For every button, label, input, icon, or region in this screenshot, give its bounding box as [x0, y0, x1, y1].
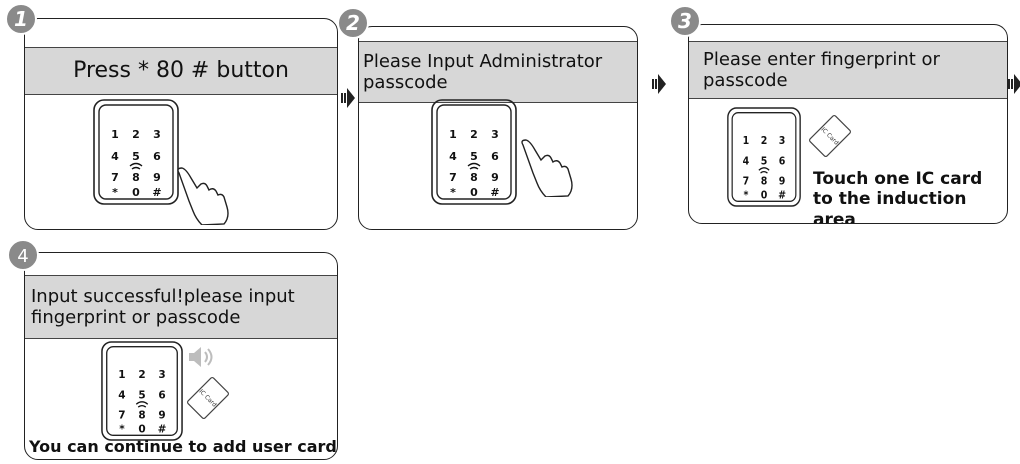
key-8: 8 [470, 171, 478, 184]
key-2: 2 [761, 135, 768, 146]
key-1: 1 [449, 128, 457, 141]
key-2: 2 [470, 128, 478, 141]
key-4: 4 [449, 150, 457, 163]
key-0: 0 [132, 186, 140, 199]
step-4-note: You can continue to add user card [29, 437, 337, 456]
step-1-instruction-band: Press * 80 # button [25, 47, 337, 95]
step-3-note: Touch one IC card to the induction area [813, 169, 983, 224]
key-hash: # [778, 190, 786, 201]
key-6: 6 [158, 390, 165, 402]
key-5: 5 [470, 150, 478, 163]
fingerprint-icon [135, 401, 149, 408]
step-2-instruction-band: Please Input Administrator passcode [359, 41, 637, 103]
keypad: 1 2 3 4 5 6 7 8 9 * 0 # [101, 341, 183, 441]
next-arrow-icon [341, 88, 355, 108]
key-7: 7 [449, 171, 457, 184]
speaker-icon [189, 347, 213, 367]
key-3: 3 [158, 369, 165, 381]
pressing-hand-icon [521, 139, 573, 197]
key-8: 8 [138, 409, 145, 421]
key-hash: # [490, 186, 499, 199]
key-5: 5 [761, 156, 768, 167]
step-badge-3: 3 [669, 5, 701, 37]
step-number: 4 [17, 246, 28, 267]
key-8: 8 [132, 171, 140, 184]
key-7: 7 [118, 409, 125, 421]
key-1: 1 [118, 369, 125, 381]
next-arrow-icon [652, 74, 666, 94]
key-1: 1 [111, 128, 119, 141]
key-2: 2 [132, 128, 140, 141]
step-2-instruction: Please Input Administrator passcode [363, 50, 603, 93]
key-9: 9 [158, 409, 165, 421]
key-0: 0 [138, 424, 145, 436]
key-5: 5 [132, 150, 140, 163]
step-1-instruction: Press * 80 # button [73, 58, 289, 84]
key-8: 8 [761, 176, 768, 187]
step-number: 3 [678, 9, 692, 33]
step-number: 2 [346, 11, 360, 35]
key-5: 5 [138, 390, 145, 402]
step-4-instruction: Input successful!please input fingerprin… [31, 285, 295, 328]
key-3: 3 [779, 135, 786, 146]
step-4-panel: Input successful!please input fingerprin… [24, 252, 338, 460]
step-badge-1: 1 [5, 3, 37, 35]
key-4: 4 [118, 390, 125, 402]
key-7: 7 [111, 171, 119, 184]
step-badge-4: 4 [7, 239, 39, 271]
fingerprint-icon [129, 162, 143, 170]
fingerprint-icon [758, 167, 770, 174]
key-hash: # [152, 186, 161, 199]
key-3: 3 [491, 128, 499, 141]
key-7: 7 [743, 176, 750, 187]
next-arrow-icon [1008, 74, 1020, 94]
key-0: 0 [470, 186, 478, 199]
ic-card-icon: IC Card [187, 377, 229, 419]
key-1: 1 [743, 135, 750, 146]
key-2: 2 [138, 369, 145, 381]
key-4: 4 [743, 156, 750, 167]
key-6: 6 [491, 150, 499, 163]
step-badge-2: 2 [337, 7, 369, 39]
step-number: 1 [14, 7, 28, 31]
key-0: 0 [761, 190, 768, 201]
fingerprint-icon [467, 162, 481, 170]
key-9: 9 [491, 171, 499, 184]
key-star: * [743, 190, 748, 201]
key-3: 3 [153, 128, 161, 141]
key-9: 9 [779, 176, 786, 187]
pressing-hand-icon [177, 167, 229, 225]
ic-card-icon: IC Card [809, 115, 851, 157]
key-6: 6 [153, 150, 161, 163]
key-star: * [112, 186, 118, 199]
step-3-instruction: Please enter fingerprint or passcode [703, 48, 940, 91]
key-4: 4 [111, 150, 119, 163]
key-9: 9 [153, 171, 161, 184]
step-4-instruction-band: Input successful!please input fingerprin… [25, 275, 337, 339]
key-6: 6 [779, 156, 786, 167]
key-star: * [119, 424, 125, 436]
key-hash: # [158, 424, 167, 436]
key-star: * [450, 186, 456, 199]
step-3-instruction-band: Please enter fingerprint or passcode [689, 41, 1007, 99]
